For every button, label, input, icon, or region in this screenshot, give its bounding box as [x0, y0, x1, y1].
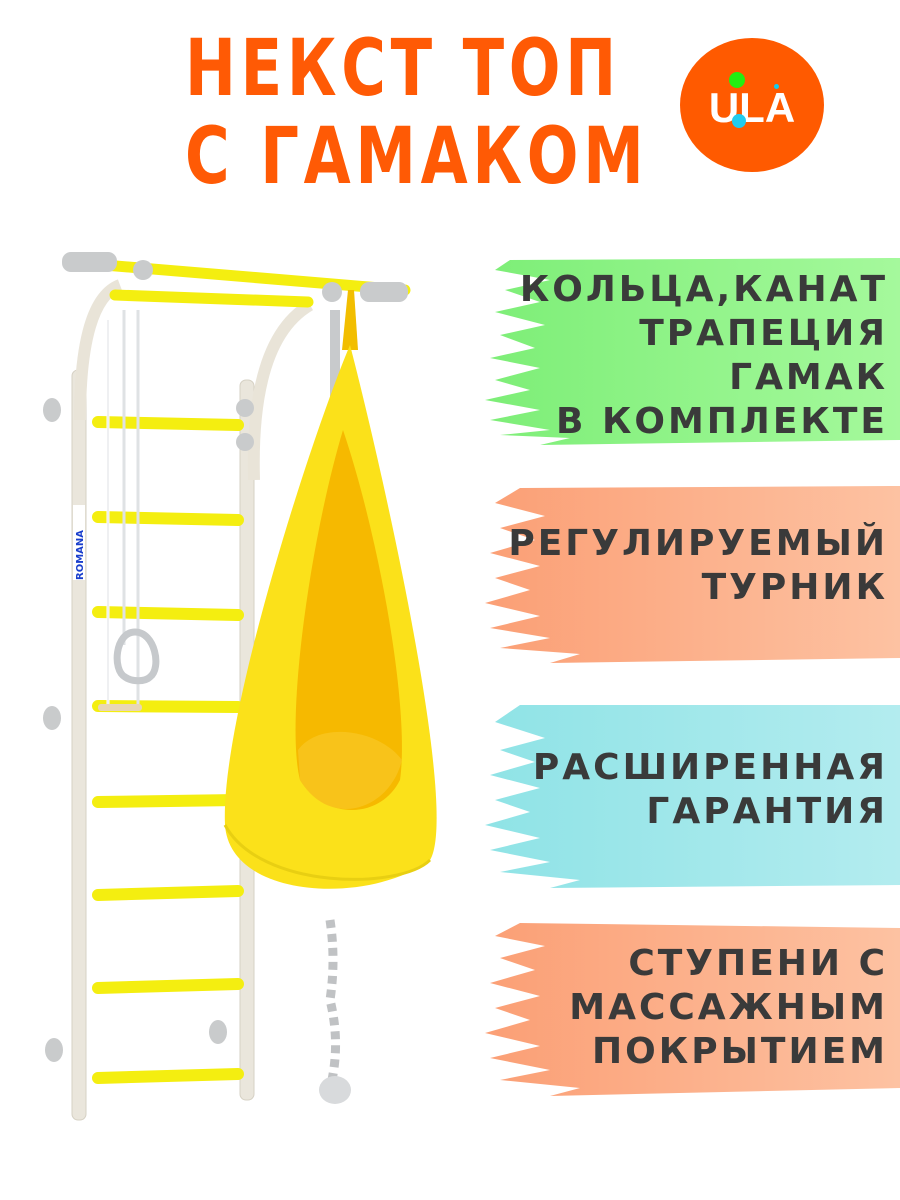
feature-4-line-2: МАССАЖНЫМ	[569, 987, 888, 1028]
logo-text: ULA	[708, 84, 796, 131]
feature-2-line-2: ТУРНИК	[701, 567, 888, 608]
title-line-2: С ГАМАКОМ	[185, 112, 649, 202]
feature-banner-1-bg	[480, 240, 900, 455]
feature-3-line-1: РАСШИРЕННАЯ	[532, 747, 888, 788]
feature-2-text: РЕГУЛИРУЕМЫЙ ТУРНИК	[508, 522, 888, 610]
title-line-1: НЕКСТ ТОП	[185, 24, 621, 114]
ula-logo: ULA	[680, 38, 824, 172]
logo-small-dot	[774, 84, 779, 89]
feature-4-line-1: СТУПЕНИ С	[628, 943, 888, 984]
romana-label: ROMANA	[75, 530, 86, 580]
feature-1-line-3: ГАМАК	[729, 357, 888, 398]
feature-4-line-3: ПОКРЫТИЕМ	[592, 1031, 888, 1072]
feature-3-line-2: ГАРАНТИЯ	[646, 791, 888, 832]
feature-banner-3-bg	[480, 700, 900, 890]
product-image: ROMANA	[40, 240, 440, 1140]
feature-1-line-1: КОЛЬЦА,КАНАТ	[519, 269, 888, 310]
feature-banner-2-bg	[480, 478, 900, 668]
wall-bars-illustration: ROMANA	[43, 252, 437, 1121]
logo-green-dot	[729, 72, 745, 88]
feature-4-text: СТУПЕНИ С МАССАЖНЫМ ПОКРЫТИЕМ	[569, 942, 888, 1074]
feature-3-text: РАСШИРЕННАЯ ГАРАНТИЯ	[533, 746, 888, 834]
feature-1-line-4: В КОМПЛЕКТЕ	[555, 401, 888, 442]
logo-cyan-dot	[732, 114, 746, 128]
feature-banner-4-bg	[480, 918, 900, 1098]
feature-1-text: КОЛЬЦА,КАНАТ ТРАПЕЦИЯ ГАМАК В КОМПЛЕКТЕ	[520, 268, 888, 444]
feature-2-line-1: РЕГУЛИРУЕМЫЙ	[508, 523, 888, 564]
feature-1-line-2: ТРАПЕЦИЯ	[639, 313, 888, 354]
